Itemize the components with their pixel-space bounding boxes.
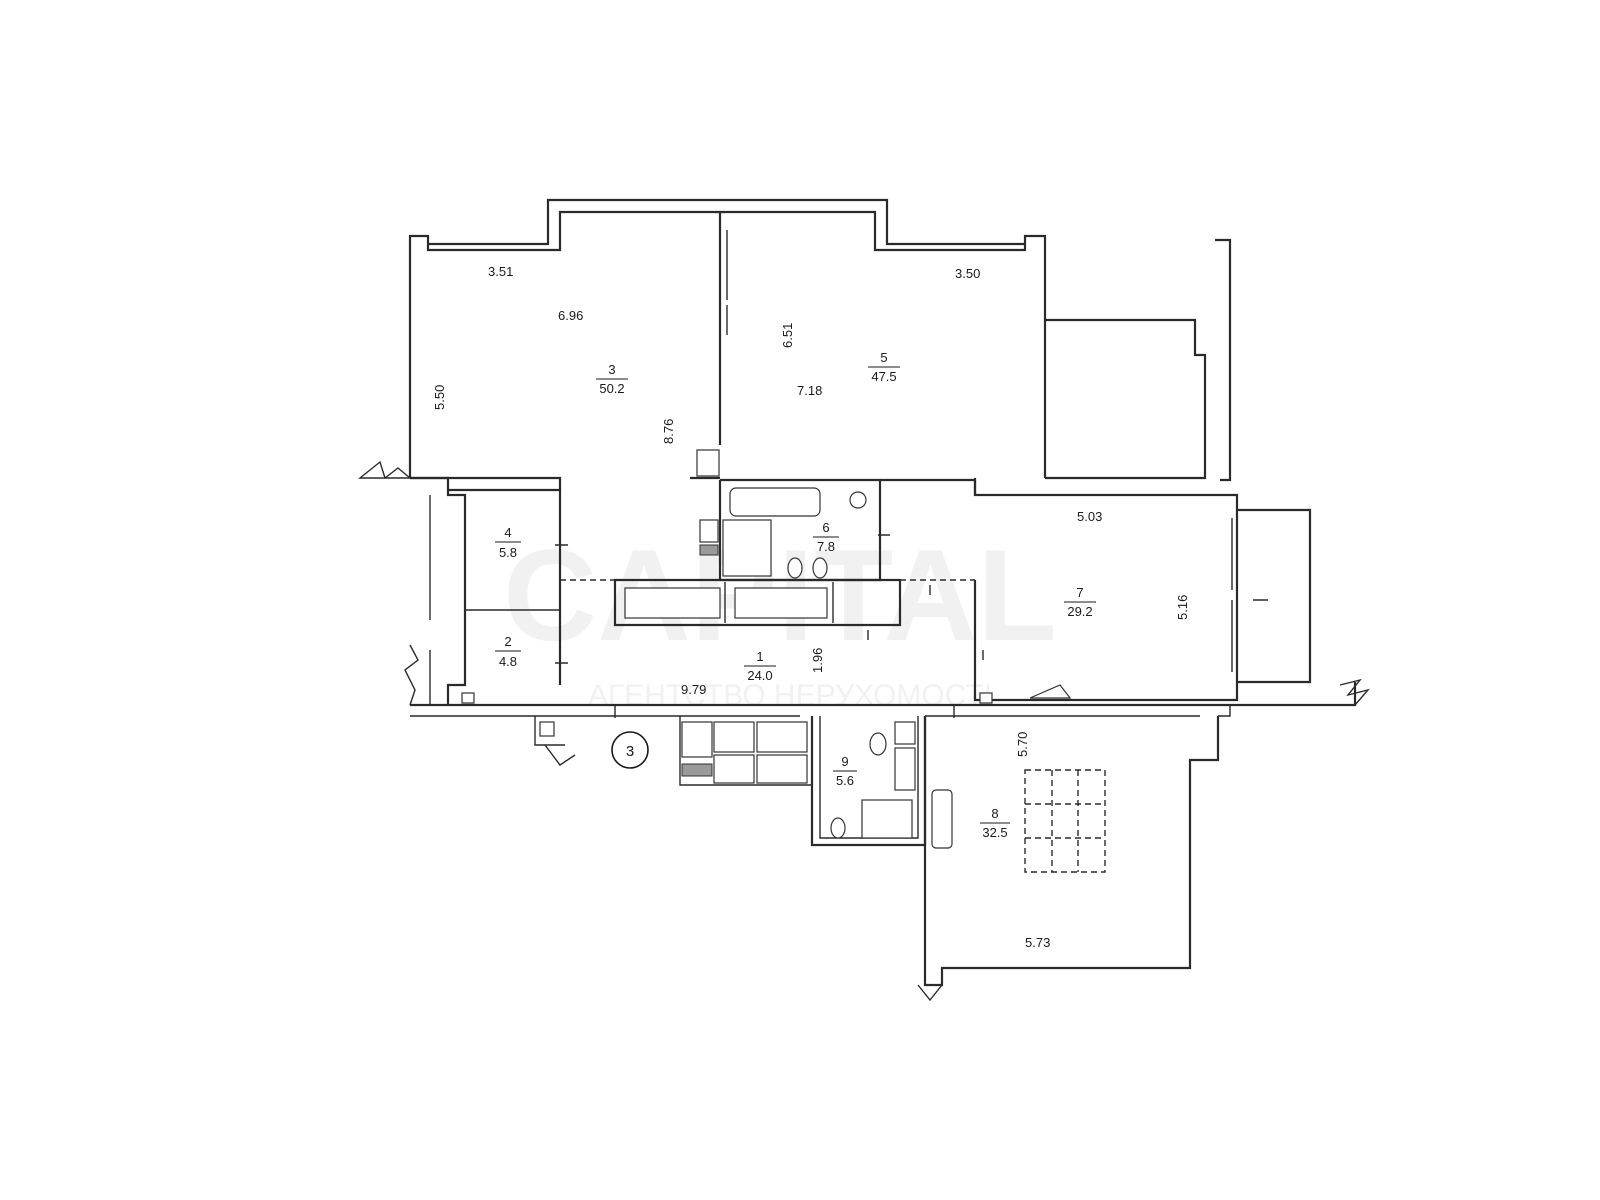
room-label-7: 7 29.2 (1064, 585, 1096, 619)
dim-6-51: 6.51 (780, 323, 795, 348)
svg-text:7.8: 7.8 (817, 539, 835, 554)
svg-text:50.2: 50.2 (599, 381, 624, 396)
dim-3-51: 3.51 (488, 264, 513, 279)
balcony-room-7 (1237, 508, 1312, 684)
shower-cabinet (722, 519, 772, 577)
break-line-left-lower (404, 644, 419, 706)
balcony-right (1045, 318, 1207, 480)
svg-text:24.0: 24.0 (747, 668, 772, 683)
cabinet-5 (756, 754, 808, 784)
shelf-room-9 (894, 747, 916, 791)
dim-8-76: 8.76 (661, 419, 676, 444)
interior-walls (410, 212, 1239, 1002)
axis-marker-label: 3 (626, 743, 634, 760)
svg-text:6: 6 (822, 520, 829, 535)
svg-text:8: 8 (991, 806, 998, 821)
fixtures (461, 487, 1106, 873)
room-label-8: 8 32.5 (980, 806, 1010, 840)
riser-right (979, 692, 993, 704)
room-label-1: 1 24.0 (744, 649, 776, 683)
room-label-9: 9 5.6 (833, 754, 857, 788)
svg-text:5: 5 (880, 350, 887, 365)
toilet-room-6 (787, 557, 803, 579)
room-label-4: 4 5.8 (495, 525, 521, 560)
svg-text:2: 2 (504, 634, 511, 649)
appliance-2 (699, 544, 719, 556)
dim-1-96: 1.96 (810, 648, 825, 673)
wardrobe-right (734, 587, 828, 619)
skylight-grid (1024, 769, 1106, 873)
shower-tray (861, 799, 913, 839)
svg-text:3: 3 (608, 362, 615, 377)
bathtub-room-8 (931, 789, 953, 849)
room-label-2: 2 4.8 (495, 634, 521, 669)
dim-5-03: 5.03 (1077, 509, 1102, 524)
sink-round (849, 491, 867, 509)
svg-text:9: 9 (841, 754, 848, 769)
outer-walls (358, 198, 1370, 717)
cabinet-2 (713, 721, 755, 753)
toilet-room-9-b (830, 817, 846, 839)
dim-7-18: 7.18 (797, 383, 822, 398)
dim-5-16: 5.16 (1175, 595, 1190, 620)
room-label-6: 6 7.8 (813, 520, 839, 554)
ventilation-shaft (696, 449, 720, 477)
room-7-fixture (1029, 684, 1072, 699)
dim-6-96: 6.96 (558, 308, 583, 323)
dim-5-70: 5.70 (1015, 732, 1030, 757)
watermark-tagline: АГЕНТСТВО НЕРУХОМОСТІ (588, 679, 992, 712)
svg-text:5.6: 5.6 (836, 773, 854, 788)
dim-9-79: 9.79 (681, 682, 706, 697)
svg-text:1: 1 (756, 649, 763, 664)
toilet-room-9 (869, 732, 887, 756)
dim-5-73: 5.73 (1025, 935, 1050, 950)
stove (681, 763, 713, 777)
room-label-3: 3 50.2 (596, 362, 628, 396)
dim-5-50: 5.50 (432, 385, 447, 410)
riser-left (461, 692, 475, 704)
bidet-room-6 (812, 557, 828, 579)
svg-text:4: 4 (504, 525, 511, 540)
axis-marker: 3 (611, 731, 649, 769)
break-line-left-upper (358, 460, 412, 480)
exterior-wall-top (408, 210, 1047, 478)
svg-text:47.5: 47.5 (871, 369, 896, 384)
cabinet-4 (713, 754, 755, 784)
door-markers (555, 534, 1268, 718)
room-8-walls (923, 716, 1220, 987)
svg-text:7: 7 (1076, 585, 1083, 600)
sink-room-9 (894, 721, 916, 745)
break-line-bottom (917, 984, 943, 1002)
cabinet-3 (756, 721, 808, 753)
break-line-right (1339, 678, 1370, 706)
riser-shaft (539, 721, 555, 737)
bathtub (729, 487, 821, 517)
svg-text:32.5: 32.5 (982, 825, 1007, 840)
svg-text:29.2: 29.2 (1067, 604, 1092, 619)
exterior-wall-left (410, 476, 467, 705)
cabinet-1 (681, 721, 713, 758)
dimension-labels: 3.51 6.96 5.50 8.76 6.51 7.18 3.50 5.03 … (432, 264, 1190, 950)
svg-text:5.8: 5.8 (499, 545, 517, 560)
room-label-5: 5 47.5 (868, 350, 900, 384)
wardrobe-left (624, 587, 721, 619)
appliance (699, 519, 719, 543)
watermark: CAPITAL АГЕНТСТВО НЕРУХОМОСТІ (503, 522, 1057, 712)
svg-text:4.8: 4.8 (499, 654, 517, 669)
exterior-wall-top-outer (428, 198, 1025, 246)
dim-3-50: 3.50 (955, 266, 980, 281)
